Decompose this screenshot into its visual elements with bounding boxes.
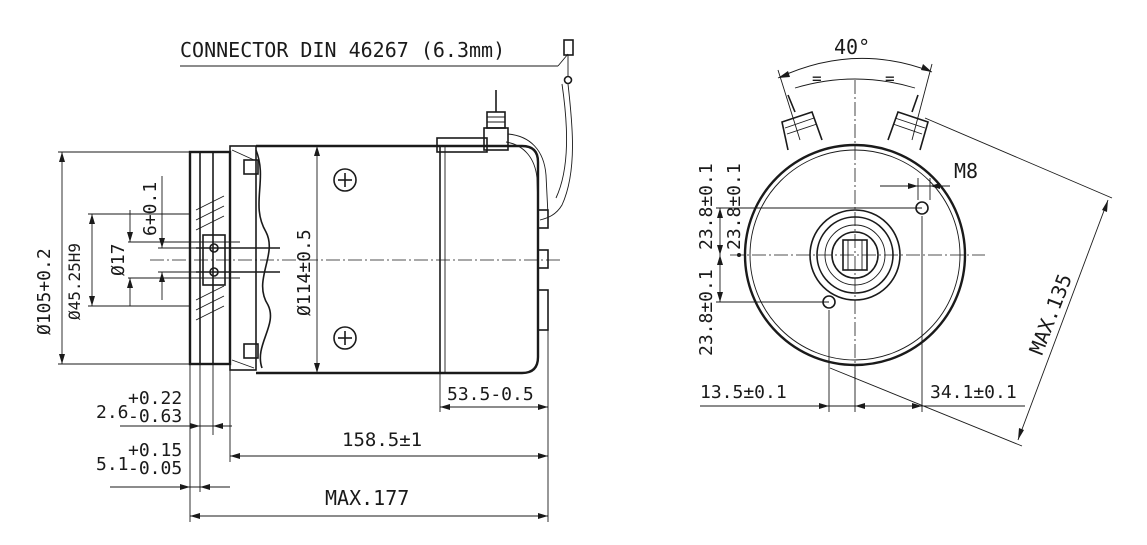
svg-text:+0.22: +0.22 bbox=[128, 388, 182, 409]
svg-text:=: = bbox=[812, 69, 822, 88]
svg-text:-0.63: -0.63 bbox=[128, 406, 182, 427]
svg-text:MAX.177: MAX.177 bbox=[325, 486, 409, 510]
break-line bbox=[255, 149, 272, 369]
svg-text:=: = bbox=[885, 69, 895, 88]
svg-text:40°: 40° bbox=[834, 35, 870, 59]
dim-total-length: MAX.177 bbox=[190, 486, 548, 519]
dim-angle: 40° = = bbox=[777, 35, 933, 141]
svg-text:53.5-0.5: 53.5-0.5 bbox=[447, 384, 534, 405]
dim-body-dia: Ø114±0.5 bbox=[294, 146, 320, 373]
svg-text:+0.15: +0.15 bbox=[128, 440, 182, 461]
svg-text:-0.05: -0.05 bbox=[128, 458, 182, 479]
end-view: 40° = = M8 23.8±0.1 23.8±0.1 23.8±0.1 bbox=[696, 35, 1113, 447]
svg-text:23.8±0.1: 23.8±0.1 bbox=[696, 163, 717, 250]
dim-flange-dia: Ø105+0.2 bbox=[34, 151, 190, 365]
end-housing bbox=[743, 143, 967, 367]
svg-text:M8: M8 bbox=[954, 159, 978, 183]
svg-text:34.1±0.1: 34.1±0.1 bbox=[930, 382, 1017, 403]
end-terminal-right bbox=[887, 94, 929, 151]
dim-end-cap: 53.5-0.5 bbox=[439, 330, 549, 522]
dim-spigot: 5.1 +0.15 -0.05 bbox=[96, 440, 230, 490]
terminal-stud bbox=[436, 90, 549, 216]
body-screw-upper bbox=[333, 168, 357, 192]
svg-text:Ø105+0.2: Ø105+0.2 bbox=[34, 248, 55, 335]
dim-hole-vertical: 23.8±0.1 23.8±0.1 23.8±0.1 bbox=[696, 163, 922, 356]
svg-text:Ø114±0.5: Ø114±0.5 bbox=[294, 229, 315, 316]
connector-callout: CONNECTOR DIN 46267 (6.3mm) bbox=[180, 38, 574, 221]
flange-hatching bbox=[195, 149, 255, 369]
dim-flange-thickness: 2.6 +0.22 -0.63 bbox=[96, 364, 232, 522]
svg-text:5.1: 5.1 bbox=[96, 454, 129, 475]
svg-text:13.5±0.1: 13.5±0.1 bbox=[700, 382, 787, 403]
dim-pilot-dia: Ø45.25H9 bbox=[65, 213, 190, 320]
shaft bbox=[196, 241, 280, 279]
side-view: CONNECTOR DIN 46267 (6.3mm) bbox=[34, 38, 574, 522]
dim-body-length: 158.5±1 bbox=[230, 429, 548, 459]
end-terminal-left bbox=[781, 94, 823, 151]
body-screw-lower bbox=[333, 326, 357, 350]
dim-thread: M8 bbox=[880, 159, 978, 200]
svg-text:MAX.135: MAX.135 bbox=[1024, 270, 1077, 357]
svg-text:Ø17: Ø17 bbox=[108, 243, 129, 276]
dim-key: 6+0.1 bbox=[140, 176, 196, 300]
svg-text:23.8±0.1: 23.8±0.1 bbox=[724, 163, 745, 250]
connector-label: CONNECTOR DIN 46267 (6.3mm) bbox=[180, 38, 505, 62]
svg-text:6+0.1: 6+0.1 bbox=[140, 182, 161, 236]
svg-text:Ø45.25H9: Ø45.25H9 bbox=[65, 243, 84, 320]
motor-body bbox=[256, 144, 549, 375]
svg-text:2.6: 2.6 bbox=[96, 402, 129, 423]
svg-text:23.8±0.1: 23.8±0.1 bbox=[696, 269, 717, 356]
svg-text:158.5±1: 158.5±1 bbox=[342, 429, 422, 451]
dim-hole-horizontal: 13.5±0.1 34.1±0.1 bbox=[700, 216, 1025, 412]
flange bbox=[188, 145, 259, 371]
